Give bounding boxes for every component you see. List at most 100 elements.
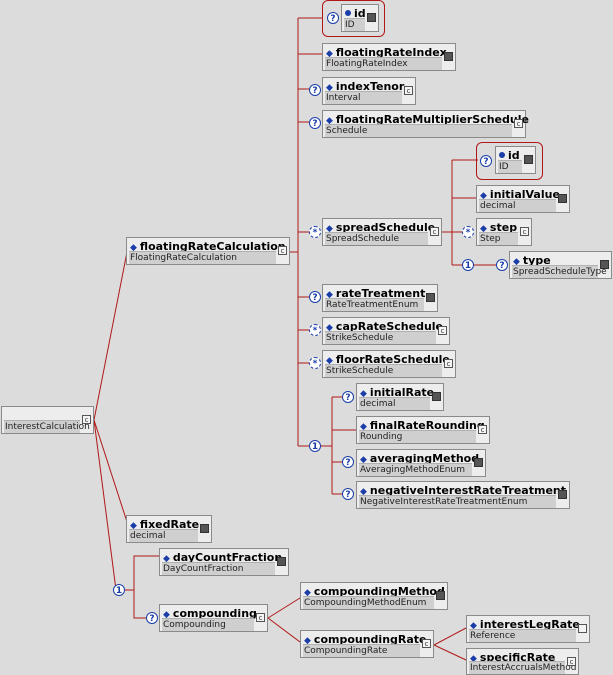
complex-type-marker-icon: c bbox=[478, 425, 487, 434]
element-bullet-icon: ◆ bbox=[326, 290, 333, 300]
complex-type-marker-icon: c bbox=[444, 359, 453, 368]
node-spreadSchedule[interactable]: ◆spreadSchedule SpreadSchedule c bbox=[322, 218, 442, 246]
node-capRateSchedule[interactable]: ◆capRateSchedule StrikeSchedule c bbox=[322, 317, 450, 345]
choice-occurrence-icon: 1 bbox=[309, 440, 321, 452]
node-type: DayCountFraction bbox=[162, 562, 275, 575]
sequence-marker-icon bbox=[558, 490, 567, 499]
node-id-spread[interactable]: id ID bbox=[495, 146, 536, 174]
node-type-label: SpreadScheduleType bbox=[512, 265, 607, 278]
node-finalRateRounding[interactable]: ◆finalRateRounding Rounding c bbox=[356, 416, 490, 444]
sequence-marker-icon bbox=[524, 155, 533, 164]
optional-occurrence-icon: ? bbox=[146, 612, 158, 624]
optional-occurrence-icon: ? bbox=[327, 12, 339, 24]
element-bullet-icon: ◆ bbox=[470, 654, 477, 664]
many-occurrence-icon: * bbox=[462, 226, 474, 238]
element-bullet-icon: ◆ bbox=[360, 455, 367, 465]
node-floatingRateMultiplierSchedule[interactable]: ◆floatingRateMultiplierSchedule Schedule… bbox=[322, 110, 529, 138]
optional-occurrence-icon: ? bbox=[309, 84, 321, 96]
element-bullet-icon: ◆ bbox=[326, 49, 333, 59]
node-type: FloatingRateCalculation bbox=[129, 251, 276, 264]
optional-frame bbox=[322, 0, 385, 37]
complex-type-marker-icon: c bbox=[438, 326, 447, 335]
node-interestCalculation[interactable]: InterestCalculation c bbox=[1, 406, 94, 434]
complex-type-marker-icon: c bbox=[520, 227, 529, 236]
node-initialValue[interactable]: ◆initialValue decimal bbox=[476, 185, 570, 213]
node-type: Rounding bbox=[359, 430, 476, 443]
complex-type-marker-icon: c bbox=[256, 613, 265, 622]
node-type: decimal bbox=[479, 199, 556, 212]
sequence-marker-icon bbox=[436, 591, 445, 600]
node-dayCountFraction[interactable]: ◆dayCountFraction DayCountFraction bbox=[159, 548, 289, 576]
node-specificRate[interactable]: ◆specificRate InterestAccrualsMethod c bbox=[466, 648, 579, 675]
node-compounding[interactable]: ◆compounding Compounding c bbox=[159, 604, 268, 632]
sequence-marker-icon bbox=[474, 458, 483, 467]
node-type: FloatingRateIndex bbox=[325, 57, 442, 70]
node-type: Interval bbox=[325, 91, 402, 104]
many-occurrence-icon: * bbox=[309, 226, 321, 238]
node-initialRate[interactable]: ◆initialRate decimal bbox=[356, 383, 444, 411]
element-bullet-icon: ◆ bbox=[163, 610, 170, 620]
node-type: StrikeSchedule bbox=[325, 364, 442, 377]
node-type: NegativeInterestRateTreatmentEnum bbox=[359, 495, 556, 508]
node-compoundingRate[interactable]: ◆compoundingRate CompoundingRate c bbox=[300, 630, 434, 658]
node-type: Step bbox=[479, 232, 518, 245]
sequence-marker-icon bbox=[600, 260, 609, 269]
node-type: ID bbox=[344, 18, 365, 31]
node-type: decimal bbox=[359, 397, 430, 410]
choice-occurrence-icon: 1 bbox=[462, 259, 474, 271]
node-type[interactable]: ◆type SpreadScheduleType bbox=[509, 251, 612, 279]
element-bullet-icon: ◆ bbox=[326, 224, 333, 234]
node-rateTreatment[interactable]: ◆rateTreatment RateTreatmentEnum bbox=[322, 284, 438, 312]
many-occurrence-icon: * bbox=[309, 324, 321, 336]
many-occurrence-icon: * bbox=[309, 357, 321, 369]
element-bullet-icon: ◆ bbox=[470, 621, 477, 631]
attribute-bullet-icon bbox=[499, 152, 505, 158]
optional-frame bbox=[476, 142, 543, 180]
element-bullet-icon: ◆ bbox=[360, 487, 367, 497]
simple-type-marker-icon bbox=[558, 194, 567, 203]
element-bullet-icon: ◆ bbox=[360, 422, 367, 432]
node-type: CompoundingRate bbox=[303, 644, 420, 657]
element-bullet-icon: ◆ bbox=[130, 243, 137, 253]
node-id-top[interactable]: id ID bbox=[341, 4, 379, 32]
node-interestLegRate[interactable]: ◆interestLegRate Reference bbox=[466, 615, 590, 643]
simple-type-marker-icon bbox=[200, 524, 209, 533]
complex-type-marker-icon: c bbox=[278, 246, 287, 255]
node-type: InterestAccrualsMethod bbox=[469, 661, 577, 674]
node-type: SpreadSchedule bbox=[325, 232, 428, 245]
node-type: decimal bbox=[129, 529, 198, 542]
element-bullet-icon: ◆ bbox=[304, 636, 311, 646]
sequence-marker-icon bbox=[426, 293, 435, 302]
node-fixedRate[interactable]: ◆fixedRate decimal bbox=[126, 515, 212, 543]
node-floatingRateIndex[interactable]: ◆floatingRateIndex FloatingRateIndex bbox=[322, 43, 456, 71]
element-bullet-icon: ◆ bbox=[304, 588, 311, 598]
node-averagingMethod[interactable]: ◆averagingMethod AveragingMethodEnum bbox=[356, 449, 486, 477]
node-type: Reference bbox=[469, 629, 576, 642]
node-floorRateSchedule[interactable]: ◆floorRateSchedule StrikeSchedule c bbox=[322, 350, 456, 378]
simple-type-marker-icon bbox=[432, 392, 441, 401]
sequence-marker-icon bbox=[444, 52, 453, 61]
node-compoundingMethod[interactable]: ◆compoundingMethod CompoundingMethodEnum bbox=[300, 582, 448, 610]
element-bullet-icon: ◆ bbox=[360, 389, 367, 399]
node-type: Compounding bbox=[162, 618, 254, 631]
node-type: RateTreatmentEnum bbox=[325, 298, 424, 311]
node-indexTenor[interactable]: ◆indexTenor Interval c bbox=[322, 77, 416, 105]
attribute-bullet-icon bbox=[345, 10, 351, 16]
node-step[interactable]: ◆step Step c bbox=[476, 218, 532, 246]
element-bullet-icon: ◆ bbox=[480, 224, 487, 234]
element-bullet-icon: ◆ bbox=[326, 356, 333, 366]
node-floatingRateCalculation[interactable]: ◆floatingRateCalculation FloatingRateCal… bbox=[126, 237, 290, 265]
sequence-marker-icon bbox=[367, 13, 376, 22]
optional-occurrence-icon: ? bbox=[342, 391, 354, 403]
complex-type-marker-icon: c bbox=[404, 86, 413, 95]
optional-occurrence-icon: ? bbox=[496, 259, 508, 271]
element-bullet-icon: ◆ bbox=[326, 323, 333, 333]
optional-occurrence-icon: ? bbox=[309, 291, 321, 303]
optional-occurrence-icon: ? bbox=[309, 117, 321, 129]
complex-type-marker-icon: c bbox=[430, 227, 439, 236]
complex-type-marker-icon: c bbox=[514, 119, 523, 128]
node-negativeInterestRateTreatment[interactable]: ◆negativeInterestRateTreatment NegativeI… bbox=[356, 481, 570, 509]
reference-marker-icon bbox=[578, 624, 587, 633]
element-bullet-icon: ◆ bbox=[130, 521, 137, 531]
